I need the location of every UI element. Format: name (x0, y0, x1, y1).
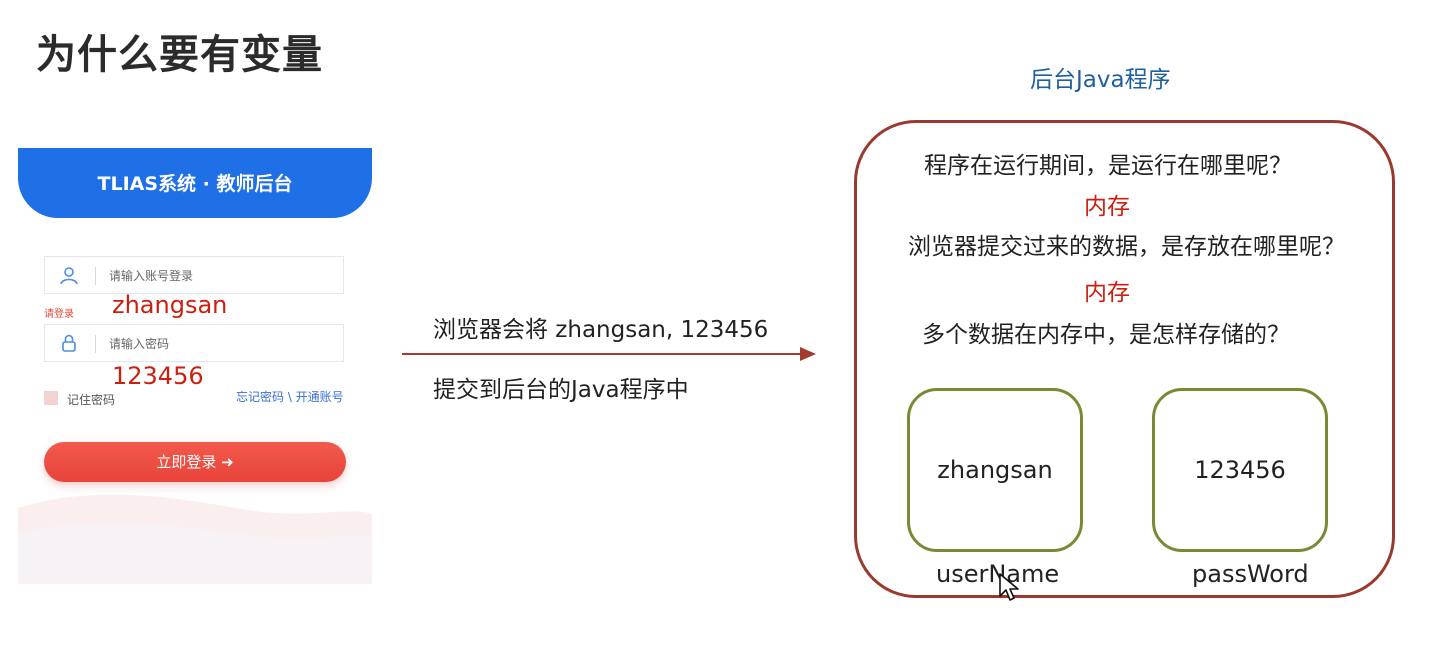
arrow-label-line2: 提交到后台的Java程序中 (433, 377, 689, 403)
decorative-wave (18, 494, 372, 584)
password-value-annotation: 123456 (112, 362, 204, 390)
mouse-cursor-icon (999, 573, 1019, 601)
backend-title: 后台Java程序 (1030, 67, 1171, 93)
question-2: 浏览器提交过来的数据，是存放在哪里呢？ (908, 234, 1345, 260)
question-3: 多个数据在内存中，是怎样存储的？ (922, 322, 1290, 348)
variable-box-username: zhangsan (907, 388, 1083, 552)
forgot-password-link[interactable]: 忘记密码 \ 开通账号 (236, 390, 344, 404)
user-icon (60, 267, 78, 285)
remember-checkbox[interactable] (44, 391, 58, 405)
backend-container (854, 120, 1395, 598)
password-placeholder: 请输入密码 (109, 337, 170, 351)
answer-2: 内存 (1084, 280, 1130, 306)
account-value-annotation: zhangsan (112, 291, 228, 319)
variable-name-username: userName (936, 560, 1060, 588)
variable-box-password: 123456 (1152, 388, 1328, 552)
slide-title: 为什么要有变量 (36, 32, 323, 78)
answer-1: 内存 (1084, 194, 1130, 220)
account-hint: 请登录 (44, 309, 74, 320)
login-header: TLIAS系统 · 教师后台 (18, 148, 372, 218)
account-placeholder: 请输入账号登录 (109, 269, 194, 283)
login-button[interactable]: 立即登录 ➜ (44, 442, 346, 482)
password-input[interactable]: 请输入密码 (44, 324, 344, 362)
arrow-label-line1: 浏览器会将 zhangsan, 123456 (433, 317, 769, 343)
lock-icon (62, 334, 76, 352)
remember-label: 记住密码 (67, 393, 116, 407)
account-input[interactable]: 请输入账号登录 (44, 256, 344, 294)
variable-name-password: passWord (1192, 560, 1309, 588)
login-panel: TLIAS系统 · 教师后台 请输入账号登录 请登录 zhangsan 请输入密… (18, 148, 372, 584)
input-divider (95, 335, 96, 353)
input-divider (95, 267, 96, 285)
question-1: 程序在运行期间，是运行在哪里呢？ (924, 153, 1292, 179)
submit-arrow (402, 347, 816, 361)
